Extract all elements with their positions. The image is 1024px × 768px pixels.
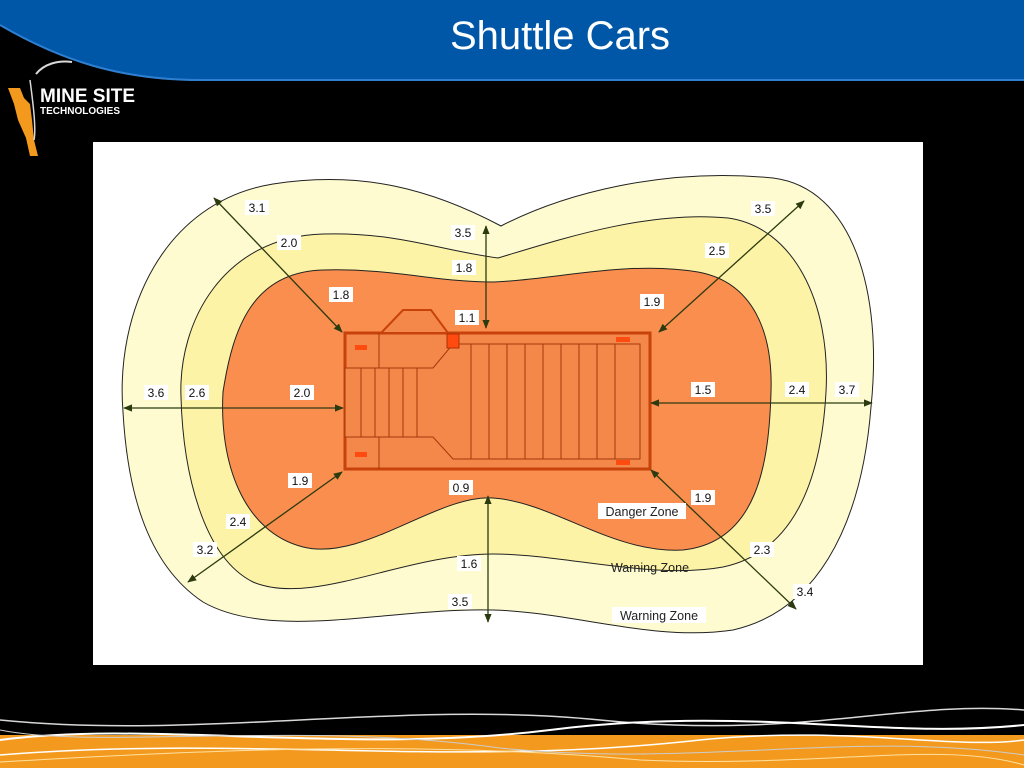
measurement-label: 1.1 xyxy=(455,310,479,325)
svg-text:2.0: 2.0 xyxy=(281,236,298,250)
svg-text:1.8: 1.8 xyxy=(456,261,473,275)
logo-text-line1: MINE SITE xyxy=(40,86,136,107)
logo-text-line2: TECHNOLOGIES xyxy=(40,106,121,117)
measurement-label: 2.6 xyxy=(185,385,209,400)
measurement-label: 1.8 xyxy=(329,287,353,302)
measurement-label: 3.7 xyxy=(835,382,859,397)
measurement-label: 3.4 xyxy=(793,584,817,599)
measurement-label: 1.5 xyxy=(691,382,715,397)
measurement-label: 2.5 xyxy=(705,243,729,258)
shuttle-car-vehicle xyxy=(343,309,652,471)
svg-text:3.5: 3.5 xyxy=(455,226,472,240)
svg-text:3.4: 3.4 xyxy=(797,585,814,599)
svg-text:2.4: 2.4 xyxy=(789,383,806,397)
measurement-arrows xyxy=(123,197,873,623)
measurement-label: 2.3 xyxy=(750,542,774,557)
svg-text:2.3: 2.3 xyxy=(754,543,771,557)
measurement-labels: 3.1 2.0 1.8 3.5 1.8 1.1 3.5 2.5 1.9 3.6 … xyxy=(144,200,859,609)
measurement-label: 3.1 xyxy=(245,200,269,215)
measurement-label: 1.9 xyxy=(640,294,664,309)
zone-label-warning-outer: Warning Zone xyxy=(612,607,706,623)
measurement-label: 1.9 xyxy=(691,490,715,505)
zone-label-warning-inner: Warning Zone xyxy=(611,561,689,575)
svg-text:2.0: 2.0 xyxy=(294,386,311,400)
svg-text:2.4: 2.4 xyxy=(230,515,247,529)
mine-site-logo-icon xyxy=(8,60,73,156)
measurement-label: 1.8 xyxy=(452,260,476,275)
svg-text:1.9: 1.9 xyxy=(695,491,712,505)
svg-text:1.9: 1.9 xyxy=(292,474,309,488)
measurement-label: 3.6 xyxy=(144,385,168,400)
measurement-label: 3.5 xyxy=(751,201,775,216)
shuttle-car-zone-diagram: 3.1 2.0 1.8 3.5 1.8 1.1 3.5 2.5 1.9 3.6 … xyxy=(121,175,874,634)
measurement-label: 2.0 xyxy=(277,235,301,250)
svg-text:3.7: 3.7 xyxy=(839,383,856,397)
header-band xyxy=(0,0,1024,81)
svg-text:0.9: 0.9 xyxy=(453,481,470,495)
svg-text:Warning Zone: Warning Zone xyxy=(611,561,689,575)
svg-text:1.5: 1.5 xyxy=(695,383,712,397)
measurement-label: 2.4 xyxy=(785,382,809,397)
svg-text:3.5: 3.5 xyxy=(452,595,469,609)
svg-text:3.1: 3.1 xyxy=(249,201,266,215)
svg-text:1.1: 1.1 xyxy=(459,311,476,325)
zone-label-danger: Danger Zone xyxy=(598,503,686,519)
svg-text:Warning Zone: Warning Zone xyxy=(620,609,698,623)
svg-text:3.5: 3.5 xyxy=(755,202,772,216)
measurement-label: 3.2 xyxy=(193,542,217,557)
measurement-label: 3.5 xyxy=(448,594,472,609)
svg-text:1.6: 1.6 xyxy=(461,557,478,571)
measurement-label: 1.9 xyxy=(288,473,312,488)
svg-text:Danger Zone: Danger Zone xyxy=(606,505,679,519)
measurement-label: 2.0 xyxy=(290,385,314,400)
measurement-label: 2.4 xyxy=(226,514,250,529)
svg-text:2.6: 2.6 xyxy=(189,386,206,400)
svg-text:1.9: 1.9 xyxy=(644,295,661,309)
measurement-label: 0.9 xyxy=(449,480,473,495)
svg-text:2.5: 2.5 xyxy=(709,244,726,258)
svg-text:3.6: 3.6 xyxy=(148,386,165,400)
svg-text:3.2: 3.2 xyxy=(197,543,214,557)
footer-waves-decoration xyxy=(0,707,1024,768)
diagram-panel: 3.1 2.0 1.8 3.5 1.8 1.1 3.5 2.5 1.9 3.6 … xyxy=(93,142,923,665)
svg-text:1.8: 1.8 xyxy=(333,288,350,302)
measurement-label: 1.6 xyxy=(457,556,481,571)
slide-title: Shuttle Cars xyxy=(449,14,671,58)
measurement-label: 3.5 xyxy=(451,225,475,240)
